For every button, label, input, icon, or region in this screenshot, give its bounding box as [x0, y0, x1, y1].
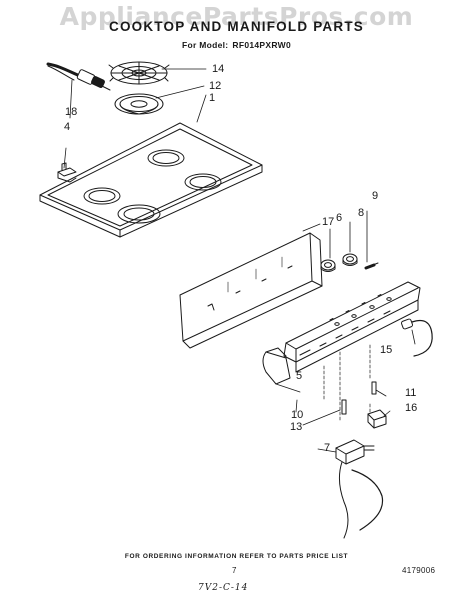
burner-grate: [108, 61, 170, 85]
burner-bowl: [114, 93, 164, 115]
callout-16: 16: [405, 402, 418, 414]
callout-4: 4: [64, 121, 71, 133]
handwritten-note: 7V2-C-14: [198, 583, 249, 593]
manifold-panel: [179, 232, 323, 349]
page-number: 7: [232, 566, 237, 575]
model-number: RF014PXRW0: [232, 40, 292, 50]
callout-1: 1: [209, 92, 216, 104]
manifold-rail: [283, 281, 421, 373]
callout-12: 12: [209, 80, 222, 92]
document-number: 4179006: [402, 566, 436, 575]
regulator-16: [367, 409, 387, 429]
callout-10: 10: [291, 409, 304, 421]
callout-17: 17: [322, 216, 335, 228]
tubes-and-fittings: [323, 344, 377, 421]
leader-lines-cooktop: [63, 68, 207, 169]
callout-14: 14: [212, 63, 225, 75]
callout-7: 7: [324, 442, 331, 454]
ordering-note: FOR ORDERING INFORMATION REFER TO PARTS …: [124, 553, 349, 560]
screw-9: [364, 262, 379, 270]
watermark: AppliancePartsPros.com: [59, 2, 414, 31]
valve-assembly-7: [335, 439, 384, 539]
model-line: For Model:RF014PXRW0: [0, 40, 473, 50]
callout-6: 6: [336, 212, 343, 224]
model-label: For Model:: [181, 40, 229, 50]
callout-15: 15: [380, 344, 393, 356]
cooktop-panel: [39, 122, 263, 238]
end-bracket: [262, 347, 291, 385]
diagram-title: COOKTOP AND MANIFOLD PARTS: [109, 19, 364, 34]
hinge-bracket: [57, 162, 77, 183]
callout-8: 8: [358, 207, 365, 219]
callout-13: 13: [290, 421, 303, 433]
valve-knob-8: [342, 253, 358, 266]
callout-9: 9: [372, 190, 379, 202]
callout-11: 11: [405, 387, 417, 399]
callout-5: 5: [296, 370, 303, 382]
callout-18: 18: [65, 106, 78, 118]
igniter-wire-assembly: [46, 62, 111, 91]
leader-lines-manifold: [275, 210, 416, 453]
orifice-wire-15: [400, 318, 433, 357]
valve-knob-6: [320, 259, 336, 272]
